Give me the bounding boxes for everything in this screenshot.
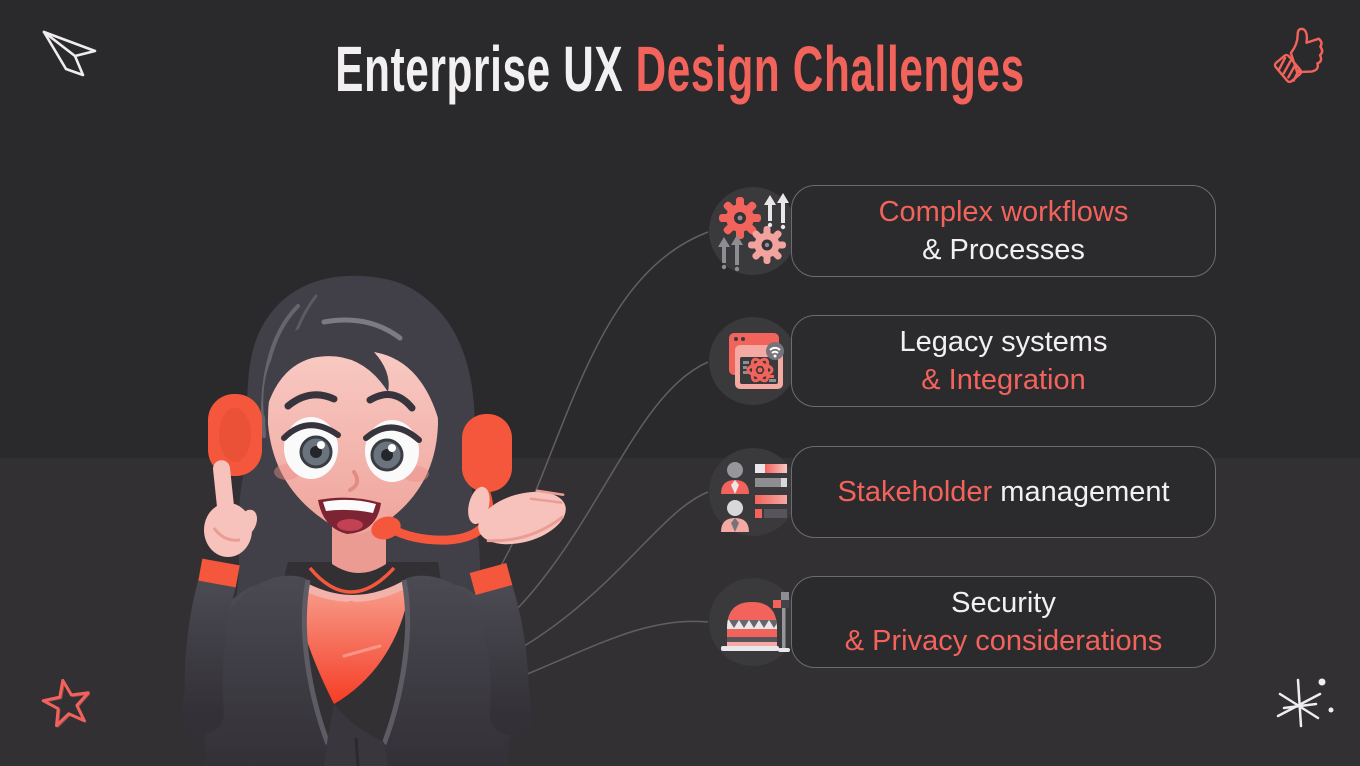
card-text-segment: & Integration	[921, 364, 1086, 396]
card-text-segment: Stakeholder	[837, 476, 993, 508]
card-text-segment: & Privacy considerations	[844, 625, 1163, 657]
card-text-segment: & Processes	[922, 234, 1085, 266]
gears-arrows-icon	[718, 193, 789, 272]
jacket	[205, 575, 510, 766]
checkered-flag	[773, 592, 789, 608]
card-text-segment: Legacy systems	[899, 326, 1108, 358]
sparkle-doodle-icon	[1276, 678, 1334, 728]
coral-top	[294, 586, 410, 704]
flag-pole	[782, 604, 786, 648]
icon-circle	[709, 578, 797, 666]
coral-gear	[719, 197, 761, 239]
icon-circle	[709, 317, 797, 405]
card-line: & Privacy considerations	[845, 622, 1163, 660]
card-line: Legacy systems	[900, 323, 1108, 361]
card-text-segment: Security	[951, 587, 1056, 619]
card-line: Stakeholder management	[837, 473, 1169, 511]
page-title: Enterprise UX Design Challenges	[231, 26, 1129, 112]
wifi-badge	[766, 342, 784, 360]
card-text-segment: management	[1000, 476, 1170, 508]
pole-base	[778, 648, 790, 652]
challenge-card: Complex workflows & Processes	[791, 185, 1216, 277]
card-line: Complex workflows	[879, 193, 1129, 231]
star-doodle-icon	[41, 678, 91, 728]
card-line: & Processes	[922, 231, 1085, 269]
headset-ear-cups	[208, 394, 512, 492]
card-line: & Integration	[921, 361, 1085, 399]
list-bars	[755, 464, 787, 518]
icon-circle	[709, 448, 797, 536]
challenge-row-security-privacy: Security & Privacy considerations	[709, 576, 1216, 668]
card-text-segment: Complex workflows	[878, 196, 1129, 228]
dome-base	[721, 646, 779, 651]
person-bottom	[721, 500, 749, 532]
challenge-card: Security & Privacy considerations	[791, 576, 1216, 668]
title-accent-part: Design Challenges	[635, 33, 1025, 105]
right-forearm-hand	[468, 486, 566, 735]
hair-bangs	[263, 313, 440, 418]
person-top	[721, 462, 749, 494]
challenge-card: Legacy systems & Integration	[791, 315, 1216, 407]
title-white-part: Enterprise UX	[335, 33, 624, 105]
icon-circle	[709, 187, 797, 275]
thumbs-up-doodle-icon	[1273, 27, 1324, 84]
gray-up-arrows	[718, 235, 743, 272]
left-forearm-hand	[184, 460, 258, 733]
pink-gear	[748, 226, 786, 264]
face-features	[274, 417, 429, 534]
challenge-row-stakeholder-management: Stakeholder management	[709, 446, 1216, 538]
challenge-row-complex-workflows: Complex workflows & Processes	[709, 185, 1216, 277]
atom-glyph	[746, 357, 774, 383]
dome-flag-icon	[721, 592, 790, 652]
character-illustration	[182, 275, 566, 766]
browser-atom-icon	[729, 333, 784, 389]
striped-dome	[727, 602, 777, 648]
white-up-arrows	[764, 193, 789, 230]
challenge-row-legacy-systems: Legacy systems & Integration	[709, 315, 1216, 407]
eyebrows	[284, 391, 416, 412]
people-list-icon	[721, 462, 787, 532]
card-line: Security	[951, 584, 1056, 622]
challenge-card: Stakeholder management	[791, 446, 1216, 538]
paper-plane-doodle-icon	[42, 30, 97, 77]
